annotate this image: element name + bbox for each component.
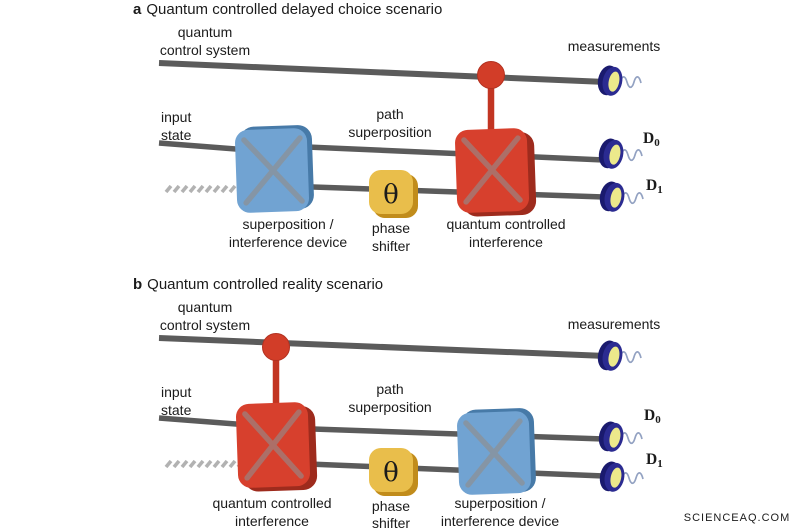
watermark: SCIENCEAQ.COM — [684, 512, 791, 524]
detector-d1-a — [596, 178, 644, 215]
cross-icon — [463, 418, 525, 488]
measurements-label: measurements — [568, 38, 661, 54]
left-device-label: quantum controlled — [212, 495, 331, 511]
superposition-device-b — [457, 408, 536, 495]
right-device-label: interference device — [441, 513, 560, 529]
cross-icon — [461, 135, 523, 205]
phase-shifter-label: phase — [372, 498, 410, 514]
detector-d0-label: D0 — [644, 407, 661, 426]
measurements-label: measurements — [568, 316, 661, 332]
phase-shifter-label: shifter — [372, 515, 410, 530]
vacuum-port-dashed-line — [164, 184, 245, 194]
input-state-label: state — [161, 127, 192, 143]
upper-path-wire — [283, 425, 605, 442]
upper-path-wire — [283, 143, 605, 163]
phase-shifter-a-face — [369, 170, 413, 214]
path-superposition-label: path — [376, 381, 403, 397]
controlled-interference-a — [455, 128, 537, 217]
control-dot-icon — [477, 61, 505, 89]
control-wire — [158, 335, 607, 359]
phase-shifter-label: shifter — [372, 238, 410, 254]
controlled-interference-b — [236, 402, 318, 492]
input-state-label: state — [161, 402, 192, 418]
vacuum-port-dashed-line — [164, 459, 245, 469]
left-device-label: interference device — [229, 234, 348, 250]
right-device-label: quantum controlled — [446, 216, 565, 232]
path-superposition-label: superposition — [348, 124, 431, 140]
path-superposition-label: path — [376, 106, 403, 122]
cross-icon — [242, 409, 304, 481]
control-system-label: control system — [160, 42, 250, 58]
detector-d1-label: D1 — [646, 177, 663, 196]
phase-shifter-b-face — [369, 448, 413, 492]
control-dot-icon — [262, 333, 290, 361]
right-device-label: superposition / — [454, 495, 545, 511]
left-device-label: interference — [235, 513, 309, 529]
detector-d0-a — [595, 135, 643, 172]
detector-d0-label: D0 — [643, 130, 660, 149]
detector-d1-b — [596, 458, 644, 495]
phase-shifter-label: phase — [372, 220, 410, 236]
lower-path-wire — [283, 460, 605, 479]
path-superposition-label: superposition — [348, 399, 431, 415]
left-device-label: superposition / — [242, 216, 333, 232]
detector-control-a — [594, 62, 642, 99]
detector-control-b — [594, 337, 642, 374]
input-state-label: input — [161, 384, 191, 400]
control-wire — [158, 60, 607, 85]
detector-d1-label: D1 — [646, 451, 663, 470]
control-system-label: quantum — [178, 24, 232, 40]
detector-d0-b — [595, 418, 643, 455]
input-state-label: input — [161, 109, 191, 125]
phase-shifter-a: θ — [369, 170, 418, 218]
right-device-label: interference — [469, 234, 543, 250]
superposition-device-a — [235, 125, 314, 213]
theta-symbol: θ — [383, 180, 399, 210]
control-system-label: quantum — [178, 299, 232, 315]
cross-icon — [241, 135, 305, 206]
theta-symbol: θ — [383, 458, 399, 488]
phase-shifter-b: θ — [369, 448, 418, 496]
control-system-label: control system — [160, 317, 250, 333]
lower-path-wire — [283, 183, 605, 200]
